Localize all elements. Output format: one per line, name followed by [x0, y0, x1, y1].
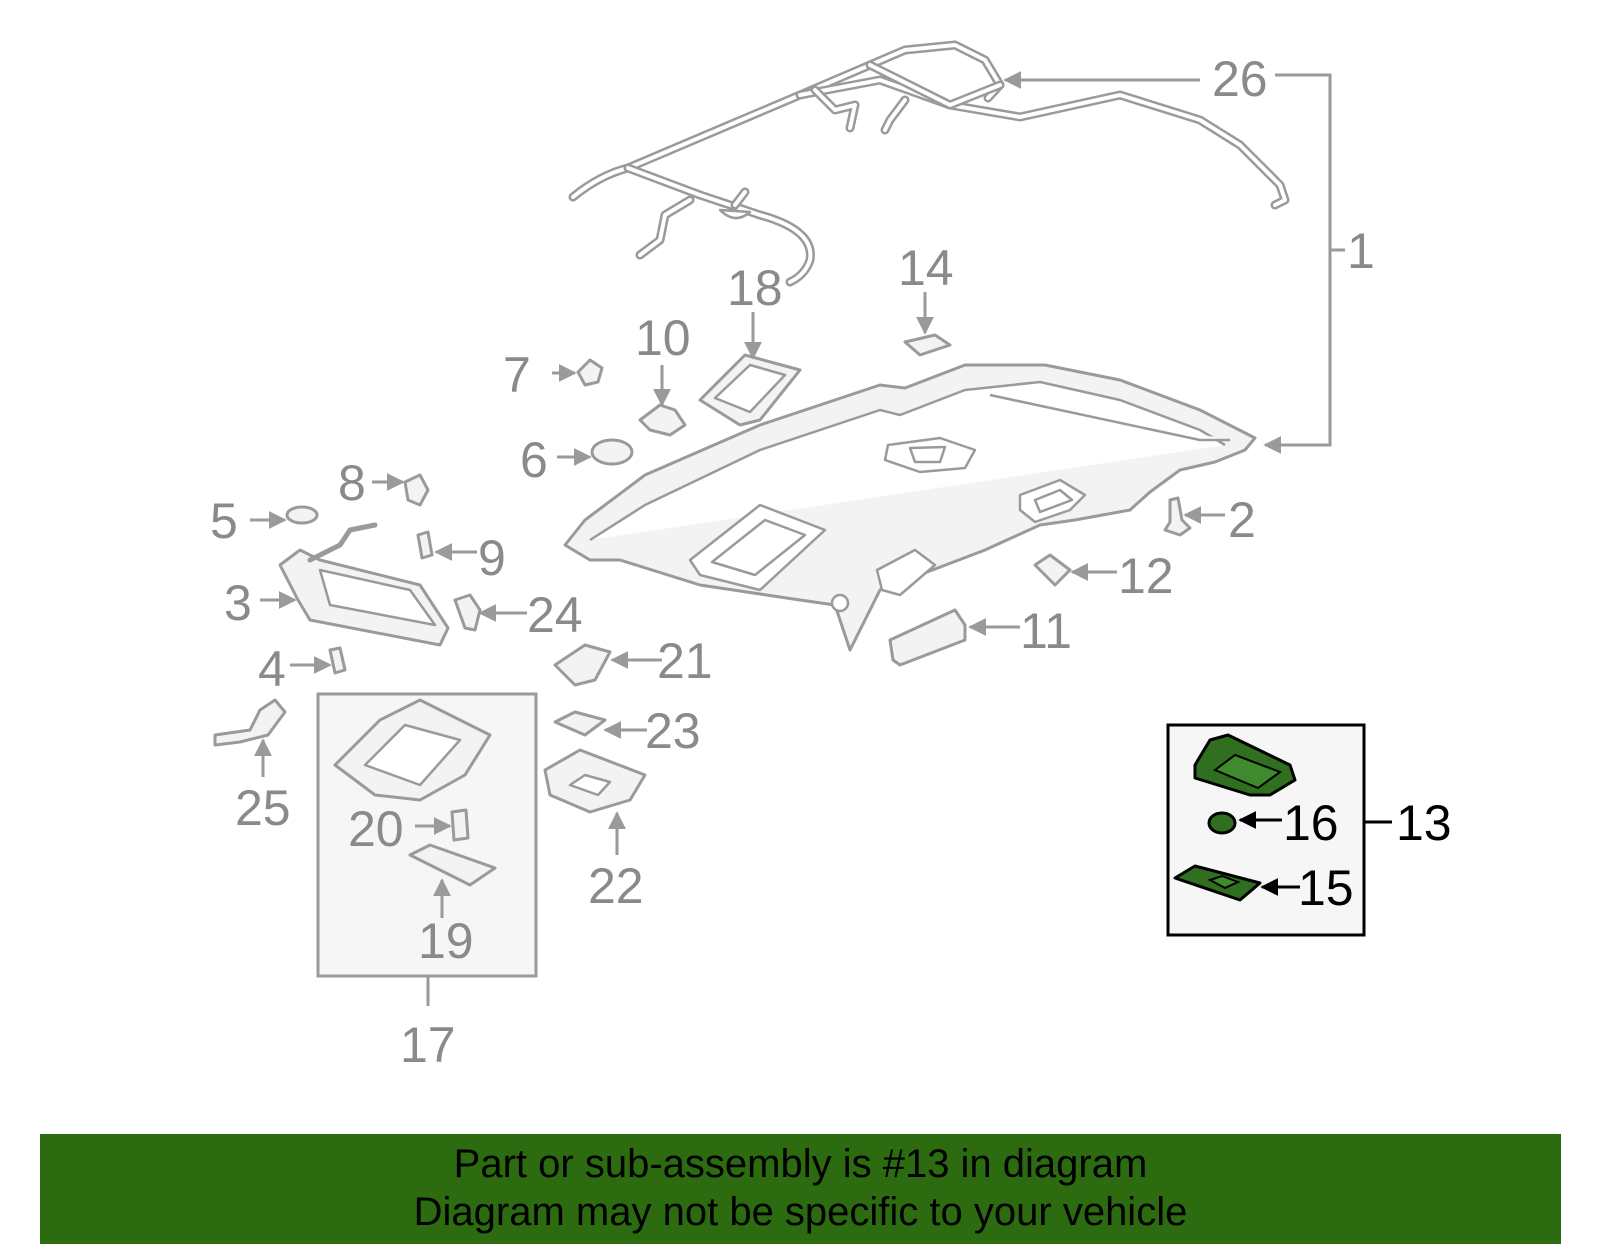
callout-20: 20	[348, 801, 404, 857]
callout-15: 15	[1298, 860, 1354, 916]
callout-10: 10	[635, 310, 691, 366]
callout-11: 11	[1020, 603, 1072, 659]
part-14-bracket	[903, 333, 952, 357]
part-5-plug	[285, 505, 319, 525]
banner-line-1: Part or sub-assembly is #13 in diagram	[453, 1142, 1148, 1186]
part-16-bulb	[1207, 811, 1237, 835]
callout-16: 16	[1283, 795, 1339, 851]
part-3-visor-detail	[318, 568, 437, 627]
part-9-screw	[416, 530, 434, 560]
part-23-pad	[553, 710, 607, 737]
part-17-console-detail	[363, 723, 462, 787]
part-7-clip	[576, 358, 604, 387]
callout-23: 23	[645, 703, 701, 759]
part-15-lens-detail	[1207, 874, 1241, 890]
part-2-fastener	[1163, 496, 1192, 537]
leader-lines	[250, 71, 1345, 1006]
part-12-clip	[1033, 553, 1072, 587]
callout-25: 25	[235, 780, 291, 836]
callout-labels: 26 1 14 18 10 7 6 8 5 9 3 24 4 21 23 25 …	[210, 51, 1452, 1073]
part-22-detail	[568, 773, 612, 797]
part-18-lens	[713, 363, 787, 414]
callout-26: 26	[1212, 51, 1268, 107]
part-4-screw	[328, 646, 347, 675]
part-24-clip	[453, 593, 482, 632]
callout-2: 2	[1228, 492, 1256, 548]
part-8-clip	[403, 473, 430, 507]
leader-lines-highlight	[1238, 811, 1392, 896]
part-21-bezel	[553, 643, 612, 687]
callout-14: 14	[898, 240, 954, 296]
callout-6: 6	[520, 432, 548, 488]
callout-19: 19	[418, 913, 474, 969]
callout-1: 1	[1347, 223, 1375, 279]
part-6-plug	[590, 438, 634, 466]
callout-17: 17	[400, 1017, 456, 1073]
roof-wiring-harness	[568, 40, 1290, 287]
banner-line-2: Diagram may not be specific to your vehi…	[413, 1190, 1188, 1234]
info-banner: Part or sub-assembly is #13 in diagram D…	[40, 1134, 1561, 1244]
callout-9: 9	[478, 530, 506, 586]
callout-22: 22	[588, 858, 644, 914]
part-3-visor-wire	[307, 522, 378, 563]
part-25-connector	[213, 698, 287, 747]
callout-12: 12	[1118, 548, 1174, 604]
part-11-handle	[888, 608, 967, 667]
part-20-bulb	[450, 808, 470, 842]
callout-7: 7	[503, 347, 531, 403]
part-19-lens	[408, 843, 497, 887]
callout-5: 5	[210, 493, 238, 549]
callout-21: 21	[657, 633, 713, 689]
callout-8: 8	[338, 455, 366, 511]
part-10-clip	[638, 403, 687, 437]
callout-4: 4	[258, 641, 286, 697]
callout-18: 18	[727, 260, 783, 316]
callout-24: 24	[527, 587, 583, 643]
callout-3: 3	[224, 575, 252, 631]
part-13-lamp-lens	[1213, 753, 1283, 790]
callout-13: 13	[1396, 795, 1452, 851]
headliner-panel	[563, 363, 1257, 652]
